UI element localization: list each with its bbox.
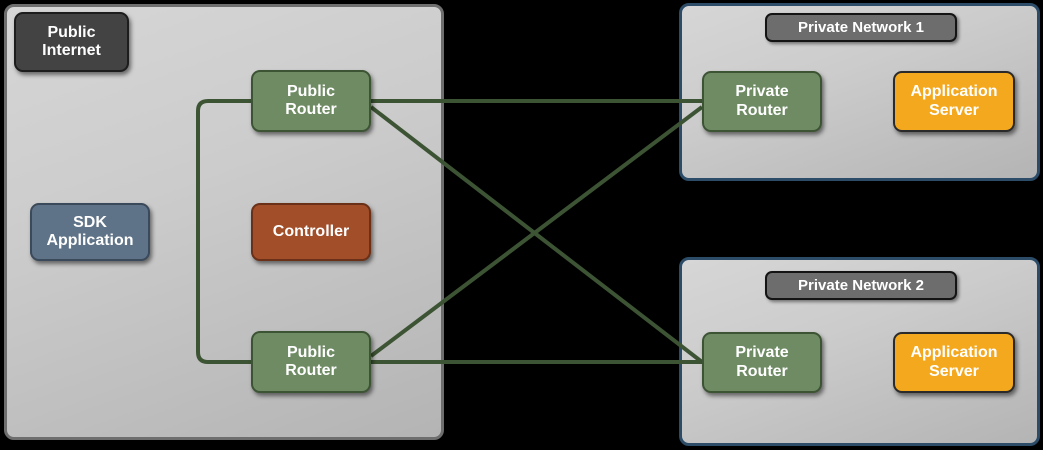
badge-private-network-1-label: Private Network 1 <box>798 19 924 36</box>
node-sdk-application-line1: SDK <box>73 213 107 231</box>
node-public-internet-line1: Public <box>47 23 96 41</box>
node-application-server-2-line2: Server <box>929 362 979 380</box>
node-private-router-1-line2: Router <box>736 101 788 119</box>
node-public-router-bottom-line2: Router <box>285 362 337 379</box>
node-public-router-top-line1: Public <box>286 82 335 100</box>
node-sdk-application-line2: Application <box>46 232 134 249</box>
node-application-server-1[interactable]: Application Server <box>893 71 1015 132</box>
badge-private-network-1: Private Network 1 <box>765 13 957 42</box>
node-controller[interactable]: Controller <box>251 203 371 261</box>
node-public-router-bottom[interactable]: Public Router <box>251 331 371 393</box>
node-private-router-2-line2: Router <box>736 362 788 380</box>
node-application-server-1-line1: Application <box>910 83 998 101</box>
node-application-server-2[interactable]: Application Server <box>893 332 1015 393</box>
node-application-server-1-line2: Server <box>929 101 979 119</box>
node-controller-line1: Controller <box>272 222 350 240</box>
node-public-internet-line2: Internet <box>42 42 101 59</box>
node-private-router-2[interactable]: Private Router <box>702 332 822 393</box>
node-public-router-bottom-line1: Public <box>286 343 335 361</box>
node-private-router-1[interactable]: Private Router <box>702 71 822 132</box>
badge-private-network-2-label: Private Network 2 <box>798 277 924 294</box>
badge-private-network-2: Private Network 2 <box>765 271 957 300</box>
node-sdk-application[interactable]: SDK Application <box>30 203 150 261</box>
node-private-router-2-line1: Private <box>735 344 789 362</box>
node-public-router-top[interactable]: Public Router <box>251 70 371 132</box>
node-public-router-top-line2: Router <box>285 101 337 118</box>
node-application-server-2-line1: Application <box>910 344 998 362</box>
node-private-router-1-line1: Private <box>735 83 789 101</box>
node-public-internet[interactable]: Public Internet <box>14 12 129 72</box>
